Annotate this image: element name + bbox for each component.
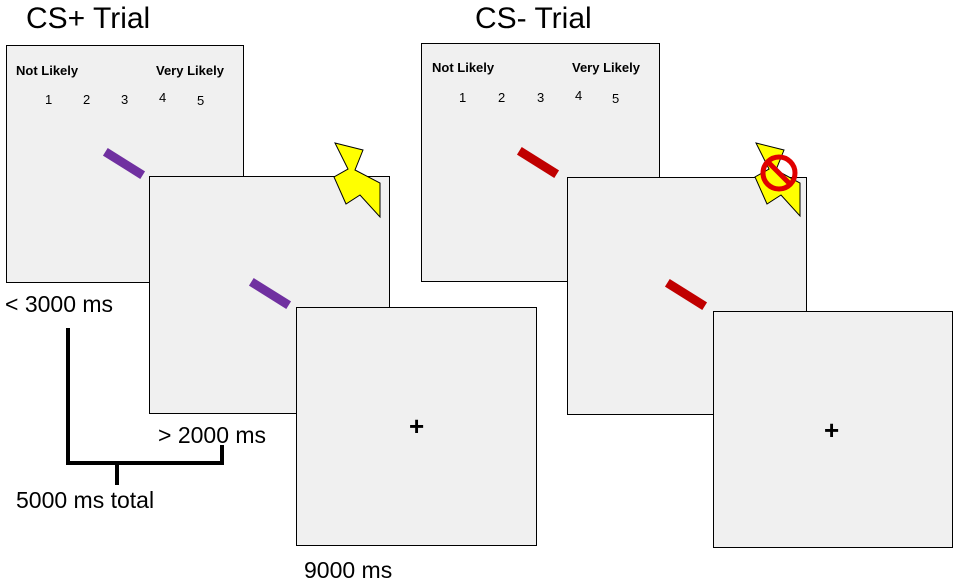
prohibition-slash-icon	[766, 160, 792, 186]
lightning-bolt-icon	[333, 142, 381, 219]
cs-minus-iti-screen: +	[713, 311, 953, 548]
cs-plus-title: CS+ Trial	[26, 2, 151, 35]
scale-number: 2	[83, 92, 91, 107]
not-likely-label: Not Likely	[432, 60, 495, 75]
no-shock-icon	[754, 142, 801, 218]
cs-minus-title: CS- Trial	[475, 2, 592, 35]
cs-plus-iti-screen: +	[296, 307, 537, 546]
outcome-duration-label: > 2000 ms	[158, 422, 267, 448]
total-duration-label: 5000 ms total	[16, 487, 155, 513]
scale-number: 1	[459, 90, 467, 105]
scale-number: 1	[45, 92, 53, 107]
scale-number: 2	[498, 90, 506, 105]
scale-number: 5	[197, 93, 205, 108]
not-likely-label: Not Likely	[16, 63, 79, 78]
iti-duration-label: 9000 ms	[304, 557, 393, 583]
timing-bracket	[66, 328, 224, 485]
prohibition-circle-icon	[760, 154, 798, 192]
fixation-cross: +	[409, 411, 425, 441]
very-likely-label: Very Likely	[572, 60, 640, 75]
very-likely-label: Very Likely	[156, 63, 224, 78]
scale-number: 5	[612, 91, 620, 106]
scale-number: 3	[121, 92, 129, 107]
rating-duration-label: < 3000 ms	[5, 291, 114, 317]
scale-number: 4	[159, 90, 167, 105]
fixation-cross: +	[824, 415, 840, 445]
scale-number: 4	[575, 88, 583, 103]
scale-number: 3	[537, 90, 545, 105]
